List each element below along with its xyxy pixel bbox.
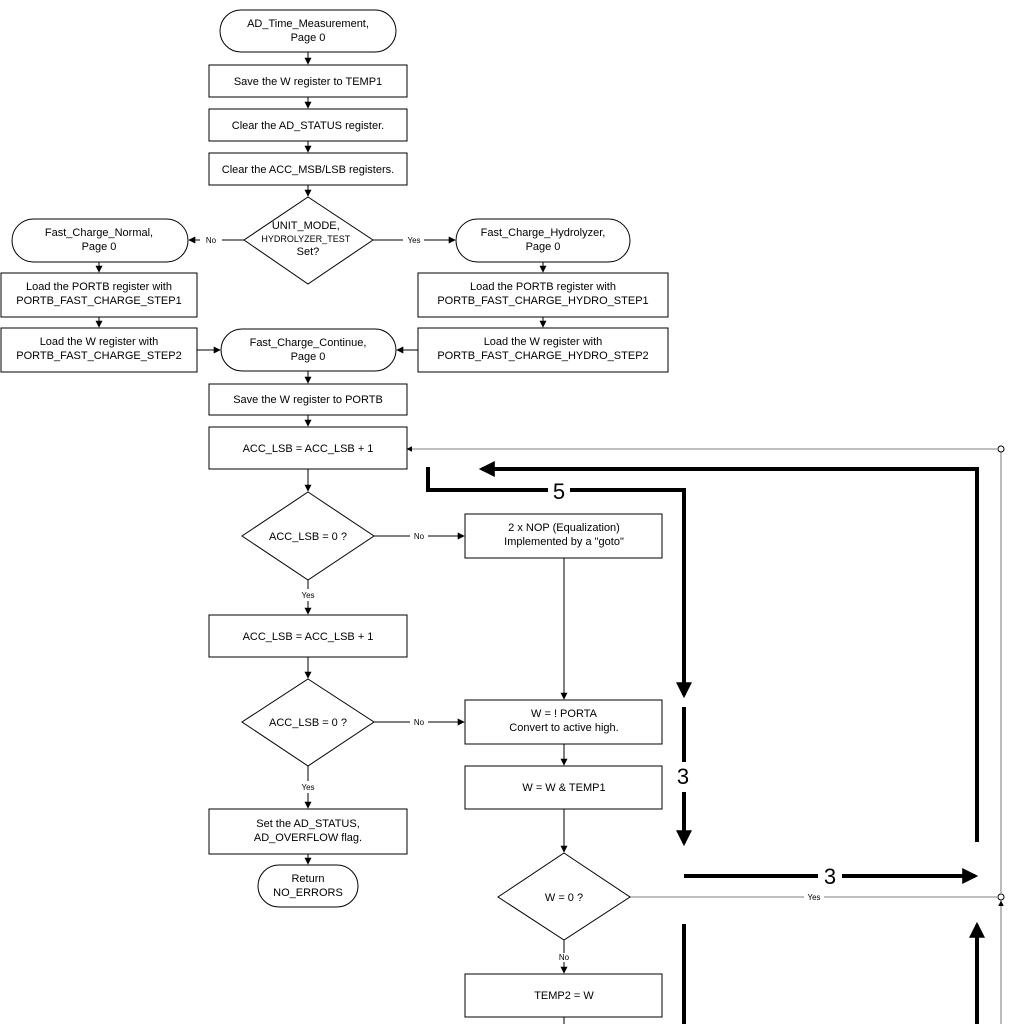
unit-mode-decision: UNIT_MODE, HYDROLYZER_TEST Set? [243, 196, 374, 285]
svg-text:Fast_Charge_Hydrolyzer,Page 0: Fast_Charge_Hydrolyzer,Page 0 [481, 227, 606, 253]
timing-annotations: 5 3 3 [426, 461, 985, 1024]
fast-charge-continue-terminator: Fast_Charge_Continue,Page 0 [220, 328, 397, 372]
cycles-label-top: 5 [553, 479, 565, 504]
svg-text:TEMP2 = W: TEMP2 = W [534, 990, 594, 1002]
w-zero-decision: W = 0 ? [497, 852, 631, 941]
set-overflow-box: Set the AD_STATUS,AD_OVERFLOW flag. [208, 808, 408, 855]
edge-label-no: No [559, 953, 570, 962]
edge-label-yes: Yes [407, 236, 420, 245]
acc-increment-box: ACC_LSB = ACC_LSB + 1 [208, 426, 408, 470]
acc-increment-box: ACC_LSB = ACC_LSB + 1 [208, 614, 408, 658]
svg-text:Fast_Charge_Continue,Page 0: Fast_Charge_Continue,Page 0 [250, 337, 367, 363]
nop-box: 2 x NOP (Equalization)Implemented by a "… [464, 513, 663, 559]
svg-text:ACC_LSB = ACC_LSB + 1: ACC_LSB = ACC_LSB + 1 [243, 443, 374, 455]
fast-charge-hydrolyzer-terminator: Fast_Charge_Hydrolyzer,Page 0 [455, 218, 631, 263]
edge-label-no: No [414, 718, 425, 727]
svg-text:UNIT_MODE, HYDROLYZER_TE: UNIT_MODE, HYDROLYZER_TEST Set? [261, 216, 354, 258]
acc-zero-decision: ACC_LSB = 0 ? [241, 491, 375, 581]
edge-labels: No Yes No Yes No Yes Yes No [206, 236, 821, 962]
clear-ad-status-box: Clear the AD_STATUS register. [208, 108, 408, 142]
svg-text:W = W & TEMP1: W = W & TEMP1 [522, 782, 605, 794]
svg-text:2 x NOP (Equalization)Implemen: 2 x NOP (Equalization)Implemented by a "… [504, 522, 624, 548]
start-terminator: AD_Time_Measurement,Page 0 [219, 9, 397, 53]
temp2-w-box: TEMP2 = W [464, 973, 663, 1018]
connectors [95, 52, 1005, 1024]
junction-top [997, 445, 1005, 453]
edge-label-yes: Yes [301, 783, 314, 792]
svg-text:ACC_LSB = 0 ?: ACC_LSB = 0 ? [269, 531, 347, 543]
clear-acc-box: Clear the ACC_MSB/LSB registers. [208, 152, 408, 186]
save-w-temp1-box: Save the W register to TEMP1 [208, 64, 408, 98]
svg-text:Save the W register to PORTB: Save the W register to PORTB [233, 394, 383, 406]
fast-charge-normal-terminator: Fast_Charge_Normal,Page 0 [11, 218, 189, 263]
svg-text:Fast_Charge_Normal,Page 0: Fast_Charge_Normal,Page 0 [45, 227, 153, 253]
acc-zero-decision: ACC_LSB = 0 ? [241, 678, 375, 767]
svg-text:Set the AD_STATUS,AD_OVERFLOW: Set the AD_STATUS,AD_OVERFLOW flag. [254, 818, 362, 844]
svg-text:ACC_LSB = ACC_LSB + 1: ACC_LSB = ACC_LSB + 1 [243, 631, 374, 643]
edge-label-yes: Yes [807, 893, 820, 902]
edge-label-no: No [206, 236, 217, 245]
w-and-temp1-box: W = W & TEMP1 [464, 765, 663, 810]
svg-text:ACC_LSB = 0 ?: ACC_LSB = 0 ? [269, 717, 347, 729]
cycles-label-right: 3 [677, 764, 689, 789]
edge-label-yes: Yes [301, 591, 314, 600]
save-w-portb-box: Save the W register to PORTB [208, 383, 408, 416]
svg-text:AD_Time_Measurement,Page 0: AD_Time_Measurement,Page 0 [247, 18, 369, 44]
svg-text:Clear the AD_STATUS register.: Clear the AD_STATUS register. [232, 120, 384, 132]
cycles-label-horizontal: 3 [824, 864, 836, 889]
edge-label-no: No [414, 532, 425, 541]
junction-bottom [997, 893, 1005, 901]
svg-text:Clear the ACC_MSB/LSB register: Clear the ACC_MSB/LSB registers. [222, 164, 394, 176]
svg-text:W = 0 ?: W = 0 ? [545, 892, 583, 904]
svg-text:Save the W register to TEMP1: Save the W register to TEMP1 [234, 76, 382, 88]
